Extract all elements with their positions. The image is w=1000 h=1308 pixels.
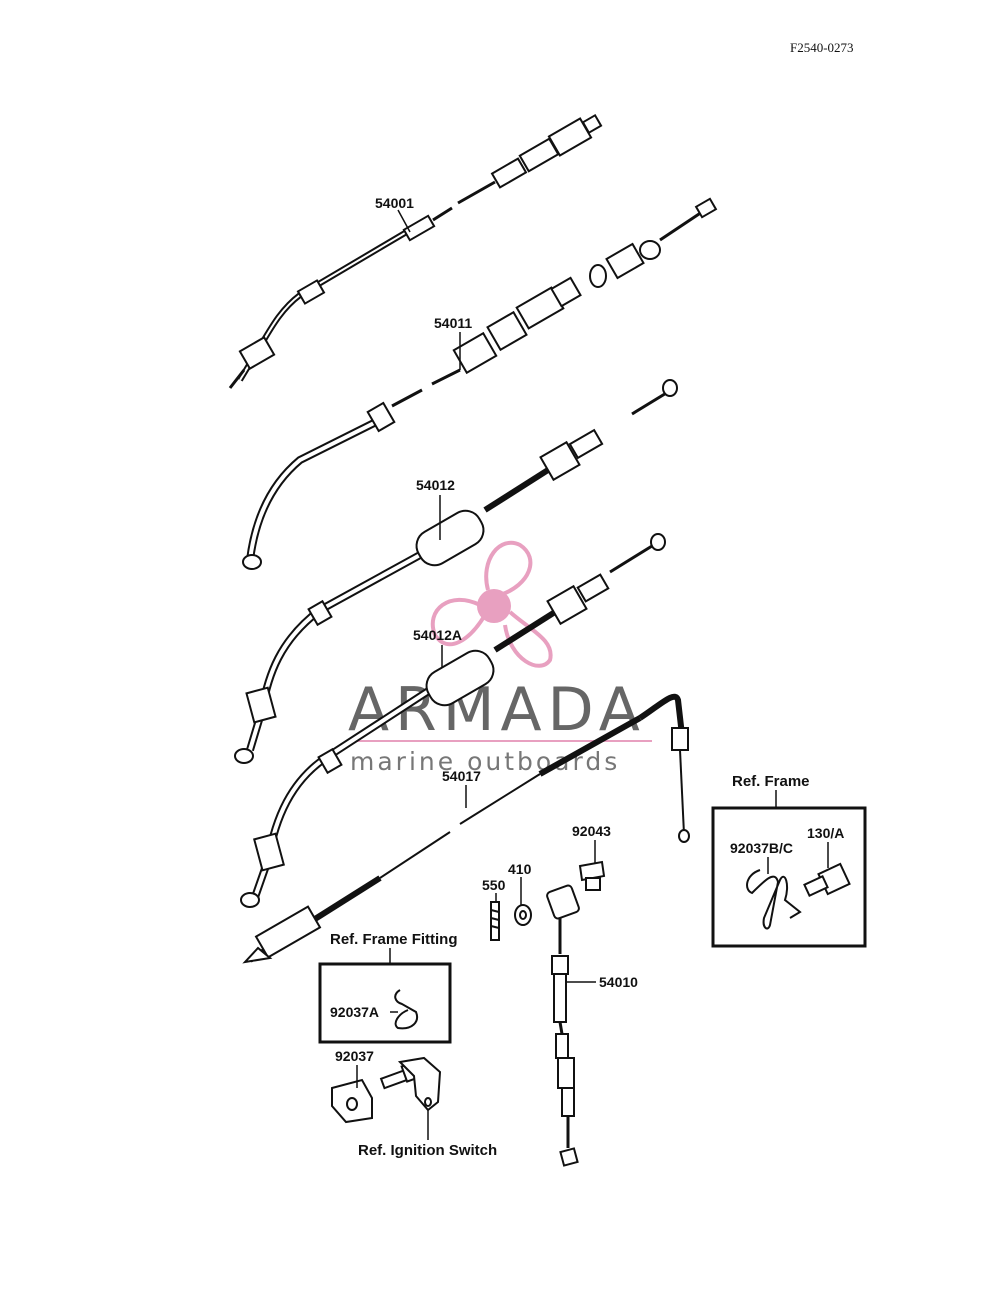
label-54011: 54011 <box>434 315 472 331</box>
ref-ignition-switch-note: Ref. Ignition Switch <box>358 1142 497 1159</box>
part-550-icon <box>490 901 500 941</box>
cable-54001 <box>228 113 603 389</box>
clip-92037a-icon <box>394 989 418 1030</box>
clamp-92037-icon <box>331 1078 373 1124</box>
label-130a: 130/A <box>807 825 844 841</box>
cable-54017 <box>242 693 690 964</box>
ref-frame-fitting-title: Ref. Frame Fitting <box>330 931 458 948</box>
label-92037a: 92037A <box>330 1004 379 1020</box>
label-54010: 54010 <box>599 974 638 990</box>
label-54017: 54017 <box>442 768 481 784</box>
cable-54012a <box>240 533 666 908</box>
label-410: 410 <box>508 861 532 877</box>
label-54001: 54001 <box>375 195 414 211</box>
diagram-code: F2540-0273 <box>790 40 854 55</box>
cable-54012 <box>234 379 678 764</box>
ref-frame-title: Ref. Frame <box>732 773 810 790</box>
label-54012a: 54012A <box>413 627 462 643</box>
ignition-bracket-icon <box>397 1056 442 1112</box>
part-410-icon <box>514 904 532 926</box>
bolt-130a-icon <box>803 862 851 897</box>
part-92043-icon <box>578 860 606 891</box>
cable-54011 <box>242 197 718 570</box>
watermark-propeller-icon <box>430 540 553 668</box>
watermark-subtitle: marine outboards <box>350 747 620 776</box>
cable-54010 <box>546 884 580 1167</box>
ref-frame-box <box>711 806 867 948</box>
leader-lines <box>356 209 829 1140</box>
label-54012: 54012 <box>416 477 455 493</box>
label-92037bc: 92037B/C <box>730 840 793 856</box>
label-92043: 92043 <box>572 823 611 839</box>
label-92037: 92037 <box>335 1048 374 1064</box>
label-550: 550 <box>482 877 506 893</box>
clip-92037bc-icon <box>746 869 802 930</box>
ref-frame-fitting-box <box>318 962 452 1044</box>
